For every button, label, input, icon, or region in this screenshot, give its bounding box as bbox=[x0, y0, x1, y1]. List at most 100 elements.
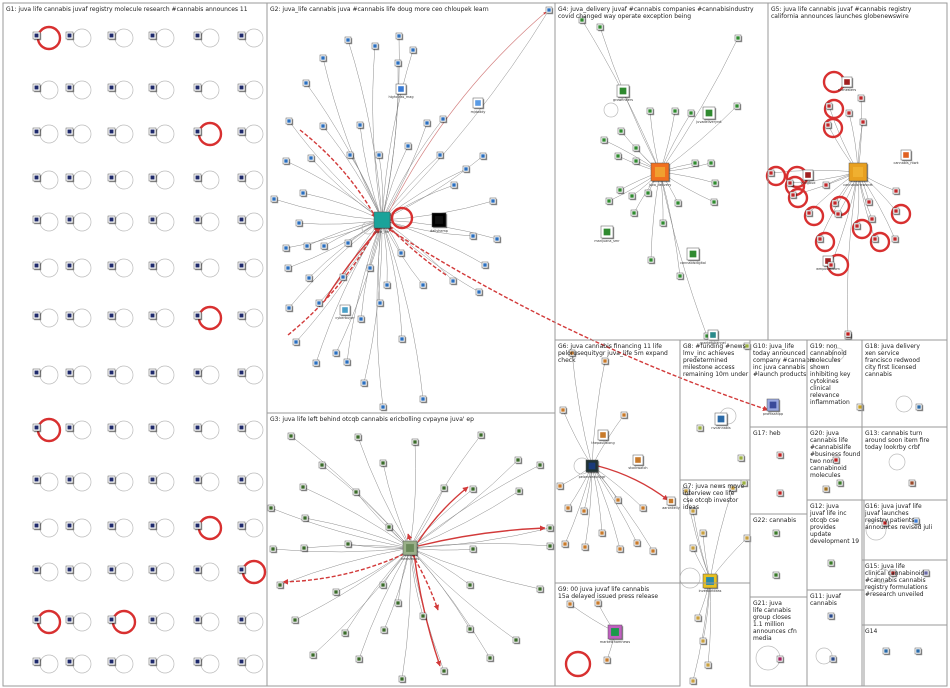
g2-node-36-avatar bbox=[477, 290, 481, 294]
g6-label-aaronkelly: aaronkelly bbox=[662, 506, 680, 510]
g1-loop-2-4 bbox=[197, 121, 223, 147]
g1-loop-6-3 bbox=[155, 308, 175, 328]
g7-edge-2 bbox=[702, 532, 711, 581]
g1-node-12-4-avatar bbox=[195, 617, 200, 622]
g3-edge-28 bbox=[344, 547, 411, 634]
g1-loop-11-4 bbox=[200, 562, 220, 582]
g6-node-3-avatar bbox=[622, 413, 626, 417]
g2-node-45-avatar bbox=[399, 251, 403, 255]
g1-loop-12-5 bbox=[244, 612, 264, 632]
g3-node-23-avatar bbox=[334, 590, 338, 594]
g1-loop-3-3 bbox=[155, 170, 175, 190]
g14-node-1-avatar bbox=[916, 649, 920, 653]
g5-node-yungbud-avatar bbox=[805, 172, 811, 178]
g8-node-0-avatar bbox=[742, 481, 746, 485]
g1-node-12-3-avatar bbox=[150, 617, 155, 622]
g2-node-22-avatar bbox=[307, 276, 311, 280]
g6-node-5-avatar bbox=[566, 506, 570, 510]
loop-layer bbox=[36, 25, 913, 678]
g3-node-32-avatar bbox=[514, 638, 518, 642]
g1-node-1-4-avatar bbox=[195, 85, 200, 90]
g2-node-51-avatar bbox=[438, 153, 442, 157]
g1-loop-5-2 bbox=[114, 258, 134, 278]
g4-node-15-avatar bbox=[630, 194, 634, 198]
g8-node-3-avatar bbox=[745, 344, 749, 348]
g2-node-39-avatar bbox=[464, 167, 468, 171]
g2-edge-3 bbox=[381, 49, 414, 221]
g1-loop-3-1 bbox=[72, 170, 92, 190]
g2-node-8-avatar bbox=[321, 124, 325, 128]
g1-loop-6-4 bbox=[197, 305, 223, 331]
g1-loop-9-4 bbox=[200, 472, 220, 492]
g2-edge-17 bbox=[298, 219, 383, 225]
g1-node-7-4-avatar bbox=[195, 370, 200, 375]
g3-hub-label: newsfeeds bbox=[401, 557, 419, 561]
g1-loop-8-0 bbox=[36, 417, 62, 443]
g1-node-8-4-avatar bbox=[195, 425, 200, 430]
g6-node-2-avatar bbox=[561, 408, 565, 412]
g3-edge-6 bbox=[409, 459, 519, 549]
g7-label-investorideas: investorideas bbox=[699, 589, 722, 593]
g5-node-scenesters-avatar bbox=[844, 79, 850, 85]
g2-edge-44 bbox=[381, 9, 550, 221]
panel-g17-frame bbox=[749, 426, 808, 515]
g3-node-33-avatar bbox=[311, 653, 315, 657]
g1-loop-5-4 bbox=[200, 258, 220, 278]
g2-node-27-avatar bbox=[334, 351, 338, 355]
g7-node-investorideas-avatar bbox=[706, 577, 714, 585]
g2-node-31-avatar bbox=[400, 337, 404, 341]
g2-node-32-avatar bbox=[378, 301, 382, 305]
g6-edge-8 bbox=[584, 465, 593, 548]
g7-node-8-avatar bbox=[706, 663, 710, 667]
g1-node-7-3-avatar bbox=[150, 370, 155, 375]
g7-node-5-avatar bbox=[745, 536, 749, 540]
g3-node-25-avatar bbox=[468, 583, 472, 587]
g1-loop-4-3 bbox=[155, 212, 175, 232]
g5-node-16-avatar bbox=[818, 237, 822, 241]
g5-node-2-avatar bbox=[824, 183, 828, 187]
panel-g5-title: G5: juva life cannabis juvaf #cannabis r… bbox=[771, 6, 912, 20]
g8-node-nvcannabis-avatar bbox=[717, 415, 725, 423]
g1-loop-0-3 bbox=[155, 28, 175, 48]
g5-node-1-avatar bbox=[788, 181, 792, 185]
g1-node-7-0-avatar bbox=[34, 370, 39, 375]
g2-edge-0 bbox=[347, 39, 383, 221]
g4-node-9-avatar bbox=[616, 154, 620, 158]
g6-label-stockwatch: stockwatch bbox=[628, 466, 647, 470]
g1-loop-13-4 bbox=[200, 654, 220, 674]
g2-edge-30 bbox=[376, 219, 384, 408]
g4-node-17-avatar bbox=[676, 201, 680, 205]
g2-node-26-avatar bbox=[314, 361, 318, 365]
g7-node-0-avatar bbox=[684, 489, 688, 493]
g16-node-0-avatar bbox=[883, 521, 887, 525]
g2-node-42-avatar bbox=[471, 234, 475, 238]
g18-node-0-avatar bbox=[917, 405, 921, 409]
g2-edge-8 bbox=[322, 125, 383, 221]
g13-loop bbox=[888, 453, 906, 471]
g3-node-38-avatar bbox=[396, 601, 400, 605]
g18-loop bbox=[895, 395, 913, 413]
g7-edge-4 bbox=[709, 487, 734, 581]
g4-label-juvadelivery2: juvadeliveryrot bbox=[695, 120, 722, 124]
g1-node-13-3-avatar bbox=[150, 659, 155, 664]
g2-edge-24 bbox=[288, 219, 383, 309]
g1-node-10-5-avatar bbox=[239, 523, 244, 528]
g3-edge-1 bbox=[357, 436, 411, 549]
g3-node-18-avatar bbox=[302, 546, 306, 550]
panel-g22-frame bbox=[749, 513, 808, 598]
g6-node-6-avatar bbox=[582, 509, 586, 513]
g3-node-11-avatar bbox=[471, 487, 475, 491]
g3-edge-33 bbox=[312, 547, 411, 656]
g1-loop-9-2 bbox=[114, 472, 134, 492]
g5-loop-17 bbox=[851, 218, 873, 240]
g3-node-19-avatar bbox=[346, 542, 350, 546]
g2-node-34-avatar bbox=[421, 283, 425, 287]
g4-node-7-avatar bbox=[619, 129, 623, 133]
g3-edge-21 bbox=[409, 543, 551, 549]
g4-hub-juva-delivery-avatar bbox=[654, 166, 666, 178]
g8-node-2-avatar bbox=[739, 456, 743, 460]
g1-loop-3-0 bbox=[39, 170, 59, 190]
g5-node-21-avatar bbox=[829, 263, 833, 267]
g3-edge-22 bbox=[279, 547, 411, 586]
